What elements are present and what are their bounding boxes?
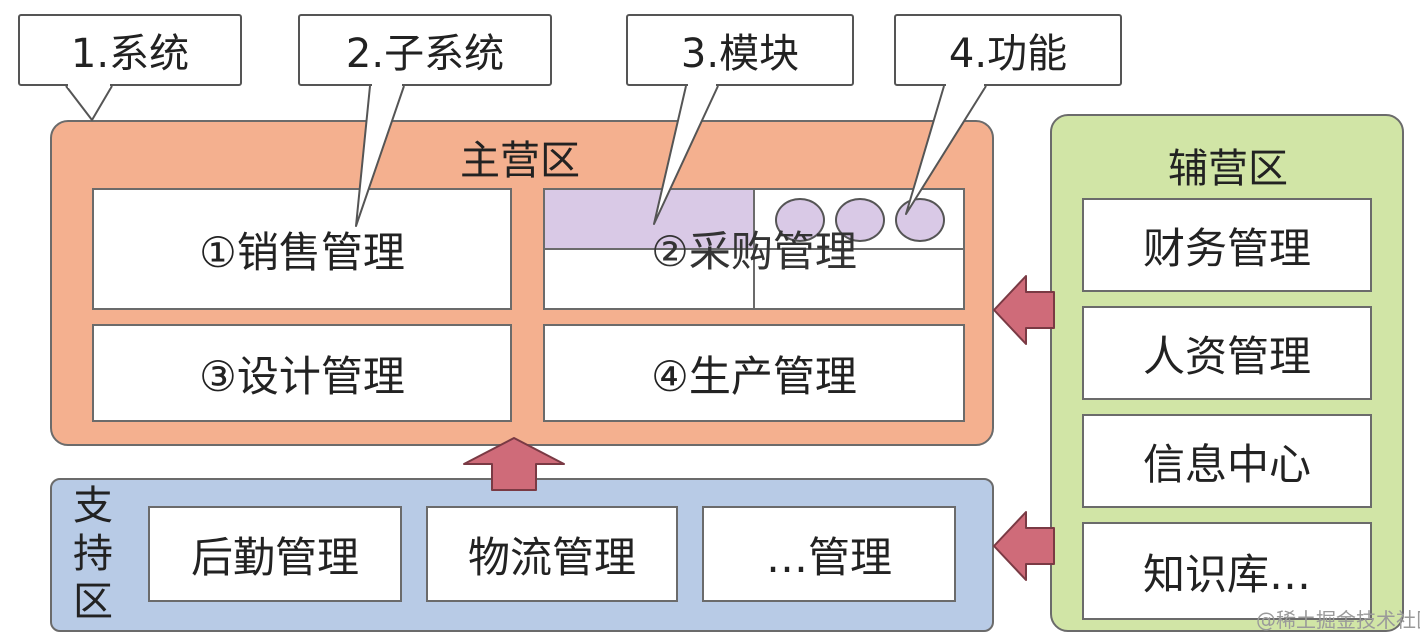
box-sales-management: ①销售管理 bbox=[92, 188, 512, 310]
box-logistics-support: 后勤管理 bbox=[148, 506, 402, 602]
box-purchase-management bbox=[543, 188, 965, 310]
support-zone-title: 支 持 区 bbox=[73, 483, 113, 625]
callout-function: 4.功能 bbox=[894, 14, 1122, 86]
arrow-aux-to-main bbox=[993, 275, 1055, 345]
purchase-management-label: ②采购管理 bbox=[651, 226, 857, 276]
callout-pointer-system bbox=[65, 85, 113, 121]
box-other-management: …管理 bbox=[702, 506, 956, 602]
box-information-center: 信息中心 bbox=[1082, 414, 1372, 508]
watermark: @稀土掘金技术社区 bbox=[1256, 608, 1420, 632]
box-design-management: ③设计管理 bbox=[92, 324, 512, 422]
box-hr-management: 人资管理 bbox=[1082, 306, 1372, 400]
callout-system: 1.系统 bbox=[18, 14, 242, 86]
box-finance-management: 财务管理 bbox=[1082, 198, 1372, 292]
function-circle-1 bbox=[775, 198, 825, 242]
module-cell-bottom-right bbox=[753, 248, 965, 310]
callout-module: 3.模块 bbox=[626, 14, 854, 86]
main-zone-title: 主营区 bbox=[460, 138, 580, 184]
arrow-aux-to-support bbox=[993, 511, 1055, 581]
module-cell-highlight bbox=[543, 188, 755, 250]
aux-zone-title: 辅营区 bbox=[1168, 146, 1288, 192]
function-circle-2 bbox=[835, 198, 885, 242]
box-logistics-management: 物流管理 bbox=[426, 506, 678, 602]
box-production-management: ④生产管理 bbox=[543, 324, 965, 422]
box-knowledge-base: 知识库… bbox=[1082, 522, 1372, 620]
callout-subsystem: 2.子系统 bbox=[298, 14, 552, 86]
